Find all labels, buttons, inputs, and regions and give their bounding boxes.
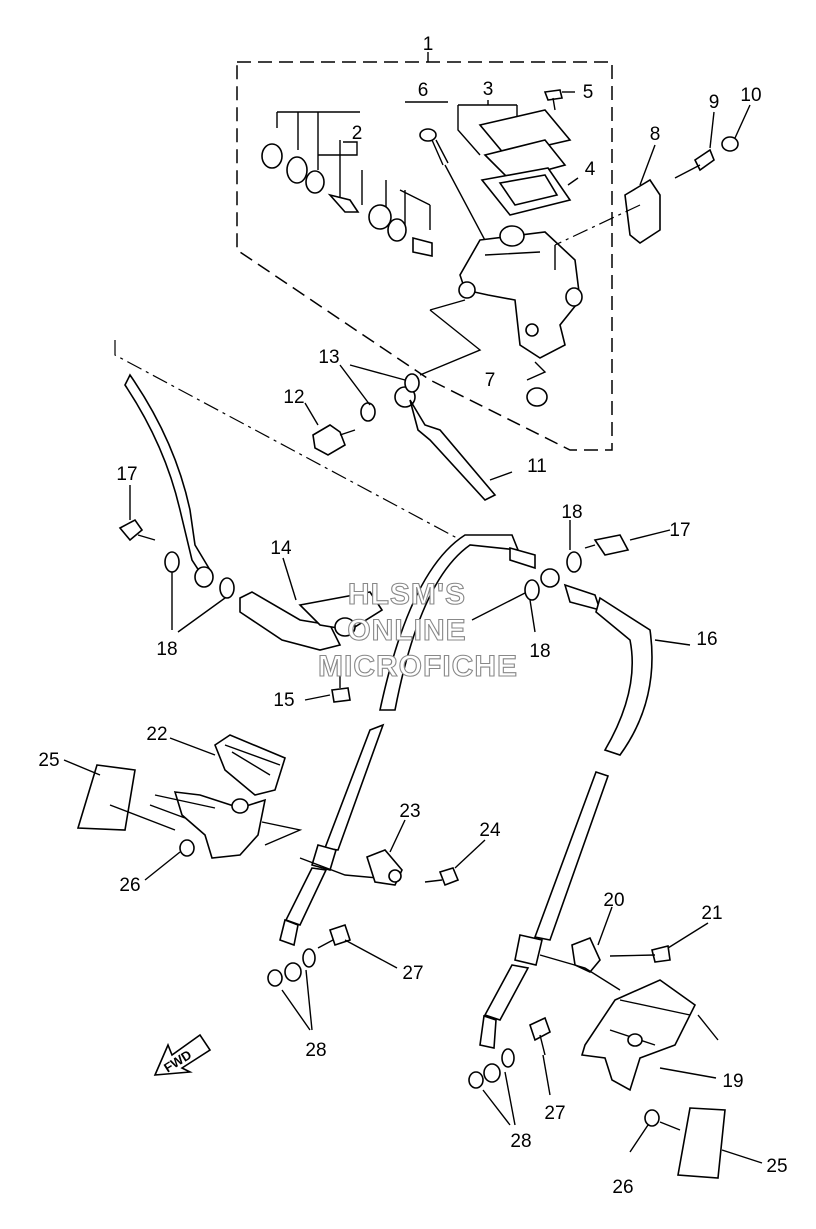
nut-26-right <box>644 1109 660 1127</box>
callouts <box>63 91 763 1164</box>
union-bolt-12 <box>312 424 356 456</box>
label-12: 12 <box>283 387 304 408</box>
label-3: 3 <box>483 79 494 100</box>
holder-8 <box>554 178 661 246</box>
washers-28-left <box>267 948 316 1031</box>
label-28-left: 28 <box>305 1040 326 1061</box>
watermark: HLSM'S ONLINE MICROFICHE <box>317 577 518 683</box>
label-24: 24 <box>479 820 501 841</box>
clamp-22 <box>214 734 286 796</box>
label-25-left: 25 <box>38 750 59 771</box>
nut-7 <box>526 361 548 407</box>
part-numbers: 1 2 3 4 5 6 7 8 9 10 11 12 13 14 15 16 1… <box>38 34 787 1198</box>
label-11: 11 <box>527 456 547 477</box>
washers-28-right <box>468 1048 516 1126</box>
watermark-line-2: ONLINE <box>347 614 466 647</box>
pad-25-left <box>76 764 176 831</box>
label-18-left: 18 <box>156 639 177 660</box>
bolt-27-left <box>317 923 352 949</box>
label-25-right: 25 <box>766 1156 787 1177</box>
washer-10 <box>721 136 739 152</box>
label-18-right: 18 <box>529 641 550 662</box>
leader-lines <box>419 299 482 376</box>
assembly-boundary <box>236 52 613 451</box>
pad-25-right <box>659 1107 726 1179</box>
reservoir-cap <box>457 104 572 216</box>
label-21: 21 <box>701 903 722 924</box>
bolt-24 <box>424 867 460 887</box>
label-5: 5 <box>583 82 594 103</box>
bolt-9 <box>674 148 715 179</box>
bolt-27-right <box>529 1016 551 1056</box>
nut-26-left <box>179 839 195 857</box>
label-17-right: 17 <box>669 520 690 541</box>
label-28-right: 28 <box>510 1131 531 1152</box>
label-16: 16 <box>696 629 717 650</box>
clamp-20 <box>539 936 621 991</box>
clamp-23 <box>366 849 403 886</box>
label-27-right: 27 <box>544 1103 565 1124</box>
washers-18-right <box>471 551 582 633</box>
label-14: 14 <box>270 538 292 559</box>
washers-13 <box>339 364 420 422</box>
label-8: 8 <box>650 124 661 145</box>
label-17-left: 17 <box>116 464 137 485</box>
label-2: 2 <box>352 123 363 144</box>
piston-kit <box>261 111 433 257</box>
label-19: 19 <box>722 1071 743 1092</box>
label-23: 23 <box>399 801 420 822</box>
lower-hose-right <box>479 770 610 1049</box>
bolt-21 <box>609 945 671 963</box>
bracket-19 <box>580 979 719 1092</box>
label-1: 1 <box>423 34 434 55</box>
joint-14 <box>239 557 384 651</box>
bracket-left <box>149 791 267 859</box>
bolt-15 <box>331 655 351 703</box>
bolt-17-right <box>584 534 630 556</box>
watermark-line-3: MICROFICHE <box>318 650 518 683</box>
fwd-arrow-icon: FWD <box>153 1033 212 1076</box>
label-26-left: 26 <box>119 875 140 896</box>
label-22: 22 <box>146 724 167 745</box>
brake-hose-11 <box>114 340 497 588</box>
label-7: 7 <box>485 370 496 391</box>
label-10: 10 <box>740 85 761 106</box>
brake-hose-16 <box>379 534 653 756</box>
label-13: 13 <box>318 347 339 368</box>
washers-18-left <box>164 551 235 633</box>
label-15: 15 <box>273 690 294 711</box>
master-cylinder-body <box>458 225 583 359</box>
label-18-top: 18 <box>561 502 582 523</box>
label-27-left: 27 <box>402 963 423 984</box>
lower-hose-left <box>279 723 385 947</box>
label-26-right: 26 <box>612 1177 633 1198</box>
label-9: 9 <box>709 92 720 113</box>
bolt-17-left <box>118 518 156 542</box>
label-4: 4 <box>585 159 596 180</box>
label-6: 6 <box>418 80 429 101</box>
watermark-line-1: HLSM'S <box>348 578 466 611</box>
screw-5 <box>543 89 563 111</box>
label-20: 20 <box>603 890 624 911</box>
